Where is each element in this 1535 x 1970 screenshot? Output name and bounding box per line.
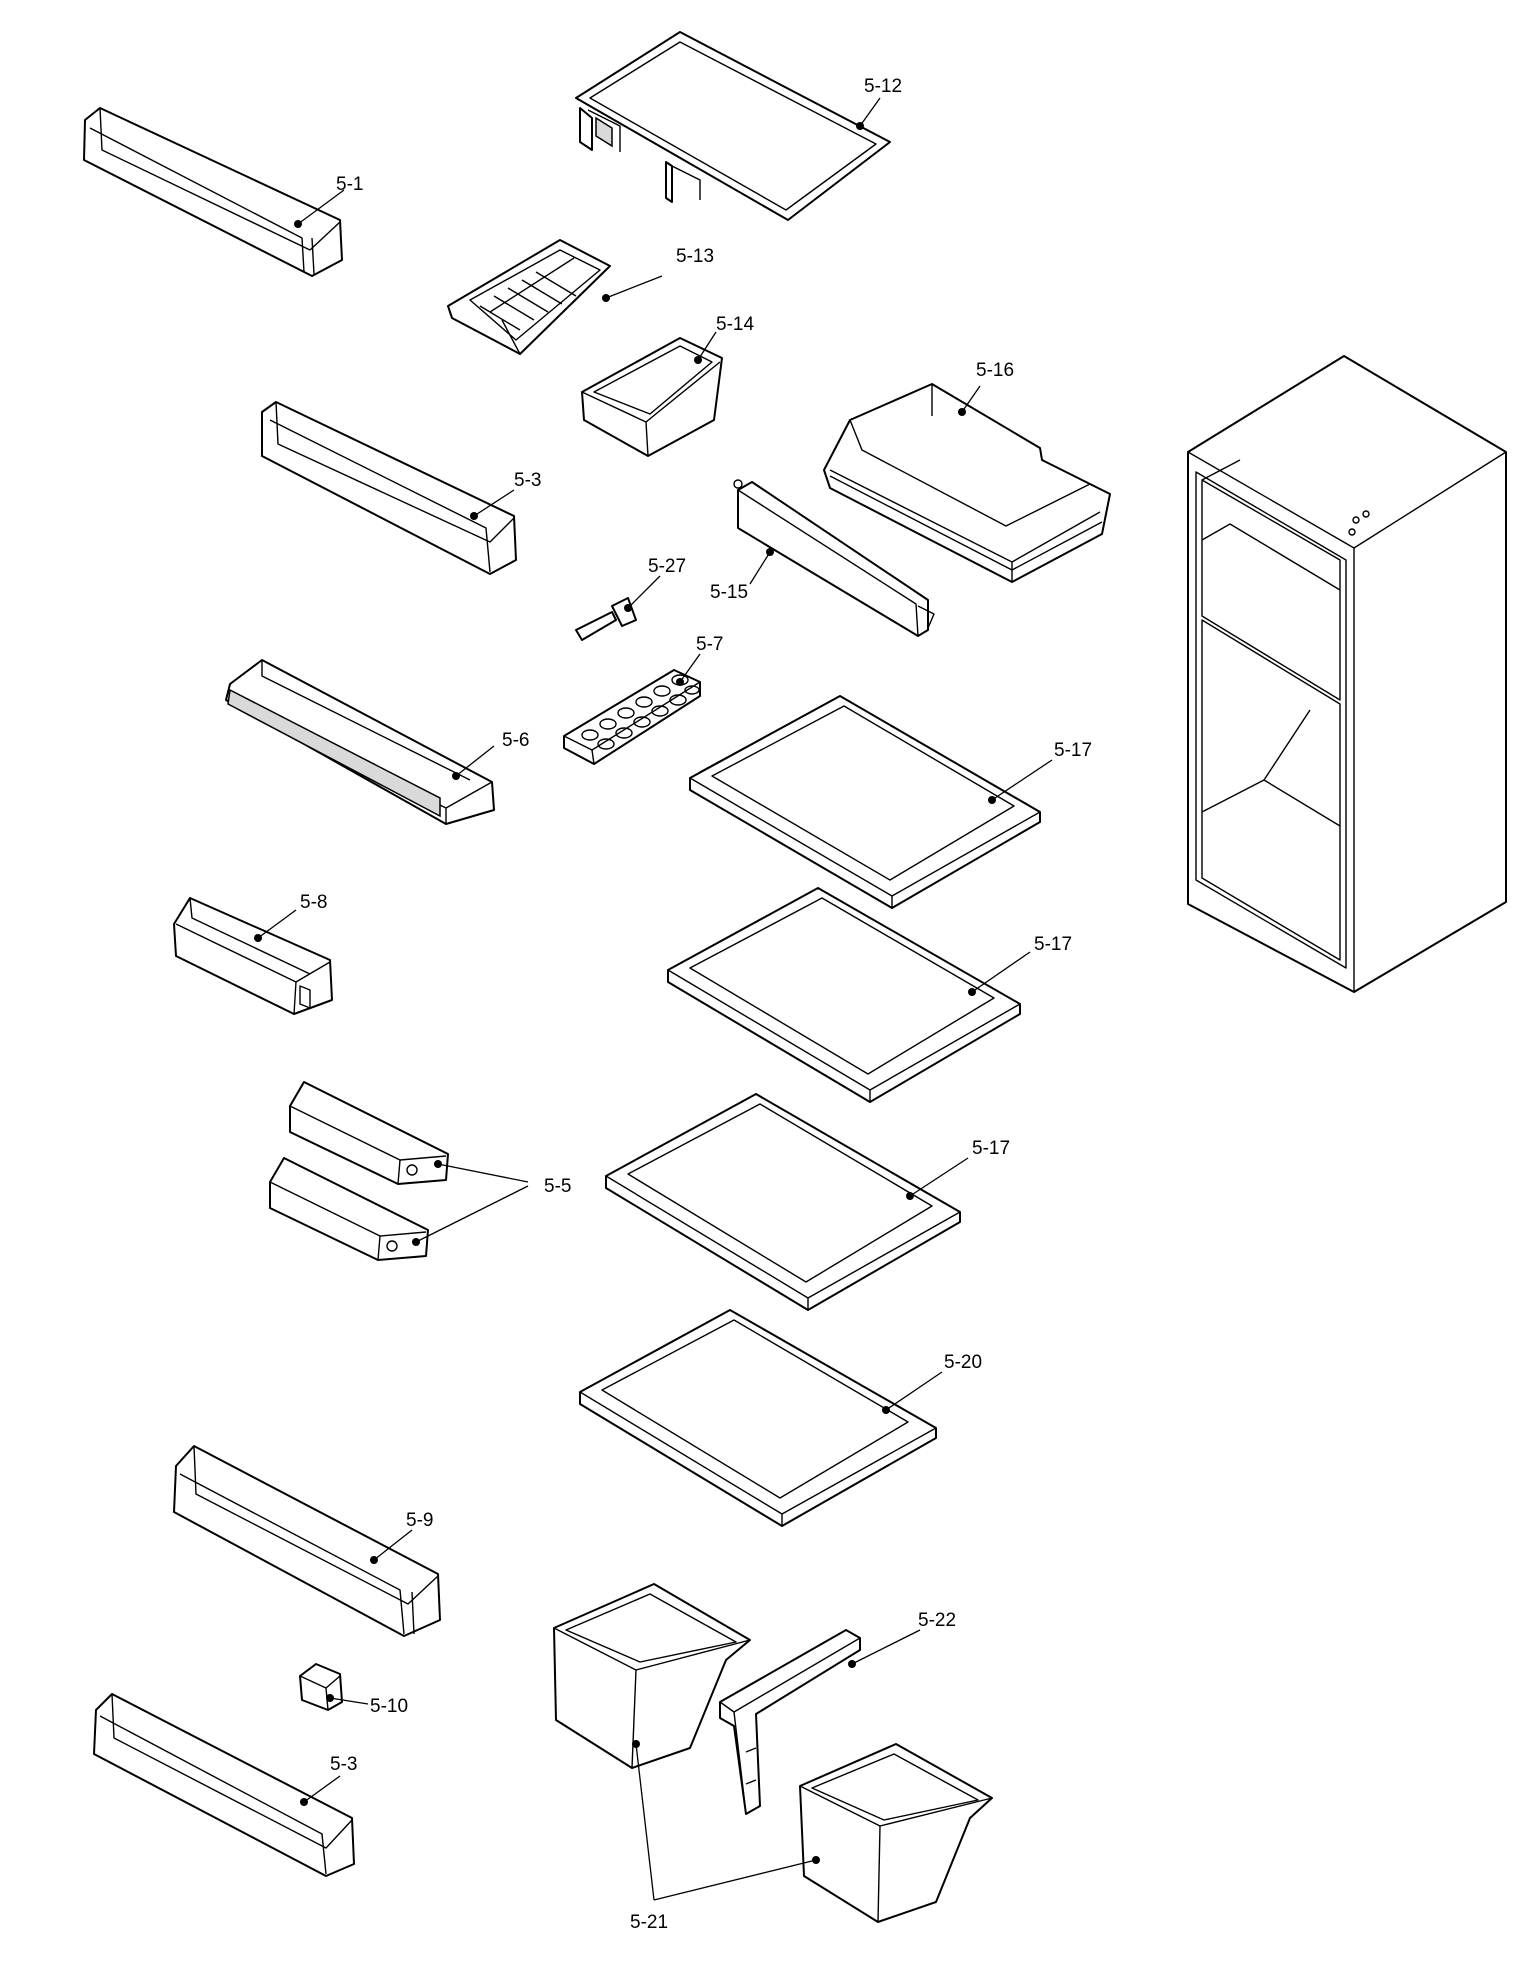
part-5-22-divider (719, 1629, 861, 1815)
part-5-5-door-bin-upper (289, 1081, 449, 1185)
part-5-21-crisper-drawer-a (553, 1583, 751, 1769)
label-5-12: 5-12 (864, 76, 902, 97)
part-5-1-door-bin (83, 107, 343, 277)
part-5-14-small-bin (581, 337, 723, 457)
part-5-7-egg-tray (563, 669, 701, 765)
part-5-12-freezer-shelf (575, 31, 891, 221)
label-5-3-upper: 5-3 (514, 470, 541, 491)
label-5-21: 5-21 (630, 1912, 668, 1933)
label-5-22: 5-22 (918, 1610, 956, 1631)
label-5-8: 5-8 (300, 892, 327, 913)
label-5-17-a: 5-17 (1054, 740, 1092, 761)
part-5-17-shelf-c (605, 1093, 961, 1311)
part-5-8-door-bin (173, 897, 333, 1015)
part-5-15-cover (733, 479, 935, 637)
label-5-14: 5-14 (716, 314, 754, 335)
label-5-27: 5-27 (648, 556, 686, 577)
label-5-10: 5-10 (370, 1696, 408, 1717)
label-5-16: 5-16 (976, 360, 1014, 381)
refrigerator-cabinet (1187, 355, 1507, 993)
part-5-3-door-bin-upper (261, 401, 517, 575)
part-5-13-ice-tray (447, 239, 611, 355)
part-5-9-door-bin (173, 1445, 441, 1637)
part-5-20-shelf (579, 1309, 937, 1527)
label-5-17-b: 5-17 (1034, 934, 1072, 955)
label-5-6: 5-6 (502, 730, 529, 751)
label-5-13: 5-13 (676, 246, 714, 267)
label-5-3-lower: 5-3 (330, 1754, 357, 1775)
label-5-9: 5-9 (406, 1510, 433, 1531)
label-5-7: 5-7 (696, 634, 723, 655)
label-5-1: 5-1 (336, 174, 363, 195)
part-5-17-shelf-a (689, 695, 1041, 909)
part-5-6-door-bin (225, 659, 495, 825)
label-5-17-c: 5-17 (972, 1138, 1010, 1159)
part-5-17-shelf-b (667, 887, 1021, 1103)
part-5-16-freezer-drawer (823, 383, 1111, 583)
part-5-5-door-bin-lower (269, 1157, 429, 1261)
label-5-20: 5-20 (944, 1352, 982, 1373)
label-5-15: 5-15 (710, 582, 748, 603)
part-5-21-crisper-drawer-b (799, 1743, 993, 1923)
part-5-10-clip (299, 1663, 343, 1711)
label-5-5: 5-5 (544, 1176, 571, 1197)
part-5-3-door-bin-lower (93, 1693, 355, 1877)
